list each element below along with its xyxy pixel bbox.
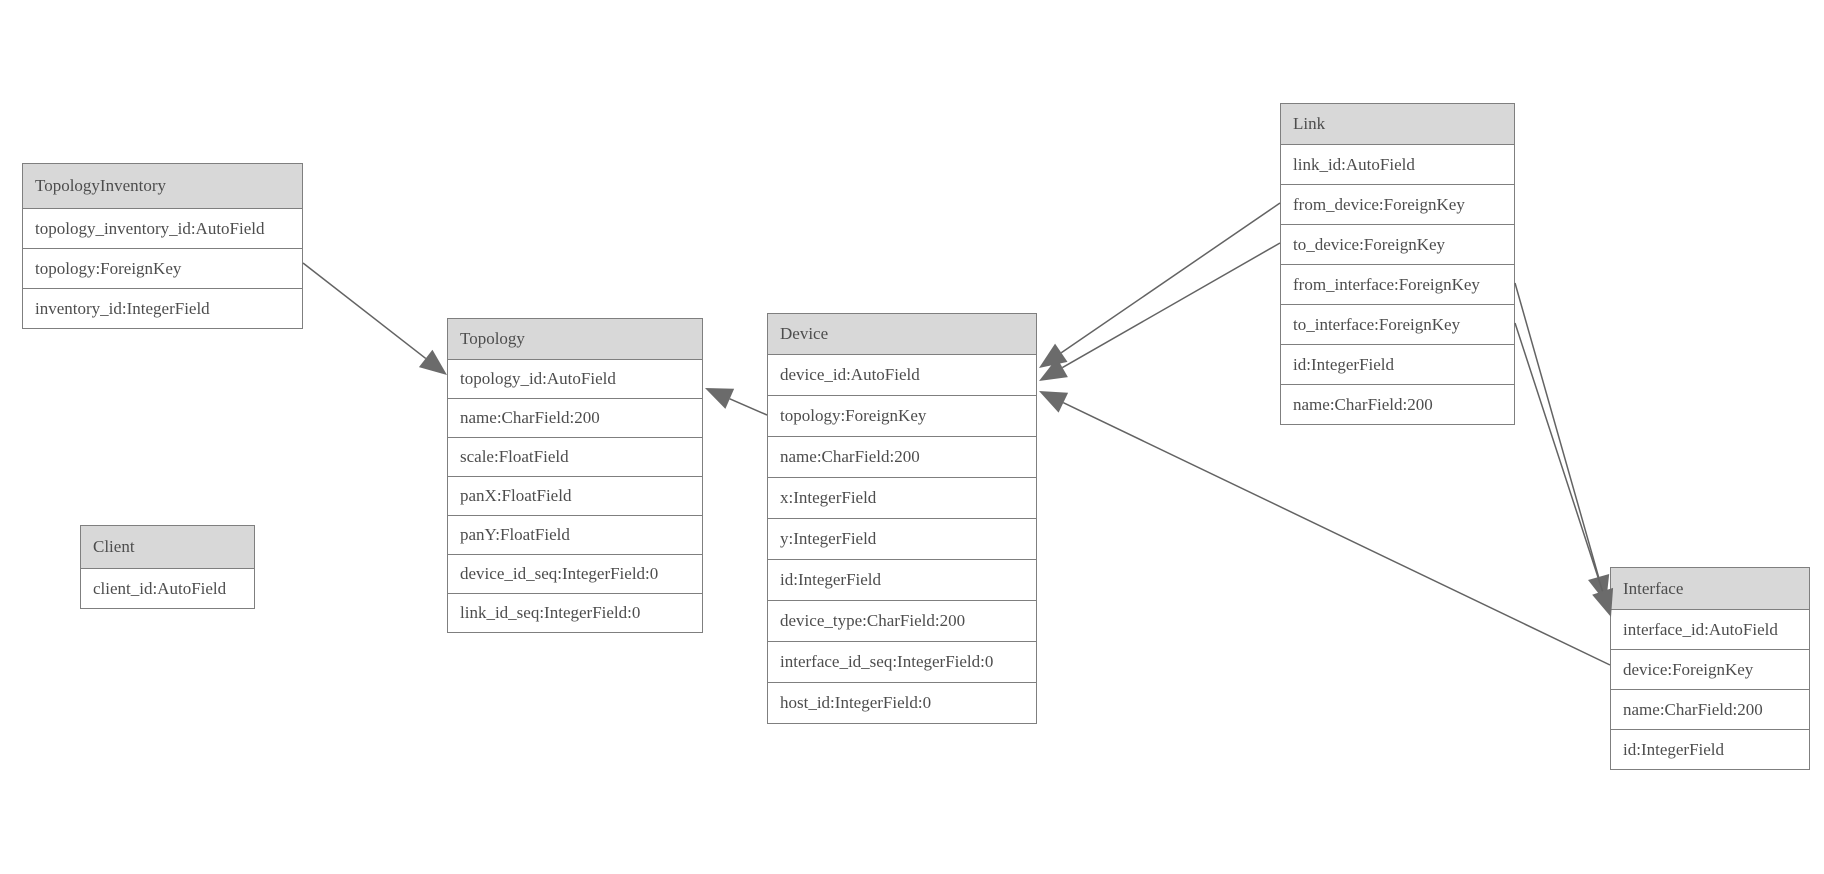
- field-label: to_interface:ForeignKey: [1293, 314, 1461, 334]
- entity-header: Topology: [448, 319, 702, 359]
- field-label: name:CharField:200: [1293, 394, 1433, 414]
- entity-title: Device: [780, 324, 829, 343]
- field-label: to_device:ForeignKey: [1293, 234, 1446, 254]
- field-device_id: device_id:AutoField: [768, 354, 1036, 395]
- arrowhead-topologyinventory-topology: [418, 349, 447, 375]
- field-panX: panX:FloatField: [448, 476, 702, 515]
- edge-link-to_interface-interface: [1514, 322, 1604, 592]
- entity-header: Device: [768, 314, 1036, 354]
- field-label: panY:FloatField: [460, 525, 570, 544]
- field-name: name:CharField:200: [1611, 689, 1809, 729]
- edge-link-to_device-device: [1062, 242, 1281, 369]
- arrowhead-link-from_device-device: [1039, 343, 1068, 368]
- edge-topologyinventory-topology: [302, 262, 427, 360]
- field-interface_id_seq: interface_id_seq:IntegerField:0: [768, 641, 1036, 682]
- field-label: name:CharField:200: [780, 447, 920, 466]
- entity-topology[interactable]: Topology topology_id:AutoField name:Char…: [447, 318, 703, 633]
- field-host_id: host_id:IntegerField:0: [768, 682, 1036, 723]
- field-id: id:IntegerField: [1281, 344, 1514, 384]
- entity-title: Topology: [460, 329, 525, 348]
- field-label: topology:ForeignKey: [780, 406, 927, 425]
- field-label: id:IntegerField: [1293, 354, 1395, 374]
- field-label: scale:FloatField: [460, 447, 569, 466]
- field-label: panX:FloatField: [460, 486, 572, 505]
- field-label: from_device:ForeignKey: [1293, 194, 1465, 214]
- field-label: id:IntegerField: [1623, 739, 1725, 759]
- entity-title: Interface: [1623, 578, 1684, 598]
- entity-interface[interactable]: Interface interface_id:AutoField device:…: [1610, 567, 1810, 770]
- field-label: device:ForeignKey: [1623, 659, 1754, 679]
- field-label: x:IntegerField: [780, 488, 877, 507]
- field-label: topology_inventory_id:AutoField: [35, 218, 265, 238]
- field-id: id:IntegerField: [1611, 729, 1809, 769]
- entity-title: Link: [1293, 114, 1326, 133]
- field-y: y:IntegerField: [768, 518, 1036, 559]
- field-device_id_seq: device_id_seq:IntegerField:0: [448, 554, 702, 593]
- field-label: link_id:AutoField: [1293, 154, 1415, 174]
- field-topology: topology:ForeignKey: [768, 395, 1036, 436]
- field-panY: panY:FloatField: [448, 515, 702, 554]
- edge-link-from_device-device: [1060, 202, 1281, 354]
- field-label: device_id_seq:IntegerField:0: [460, 564, 659, 583]
- field-name: name:CharField:200: [1281, 384, 1514, 424]
- field-client_id: client_id:AutoField: [81, 568, 254, 608]
- field-label: name:CharField:200: [1623, 699, 1763, 719]
- field-label: from_interface:ForeignKey: [1293, 274, 1480, 294]
- field-label: device_id:AutoField: [780, 365, 920, 384]
- entity-header: Interface: [1611, 568, 1809, 609]
- field-from_interface: from_interface:ForeignKey: [1281, 264, 1514, 304]
- entity-title: TopologyInventory: [35, 176, 167, 195]
- field-link_id: link_id:AutoField: [1281, 144, 1514, 184]
- field-label: topology:ForeignKey: [35, 258, 182, 278]
- arrowhead-link-to_device-device: [1039, 358, 1068, 381]
- field-device: device:ForeignKey: [1611, 649, 1809, 689]
- field-label: device_type:CharField:200: [780, 611, 966, 630]
- field-label: interface_id_seq:IntegerField:0: [780, 652, 994, 671]
- field-name: name:CharField:200: [448, 398, 702, 437]
- field-label: y:IntegerField: [780, 529, 877, 548]
- field-topology_id: topology_id:AutoField: [448, 359, 702, 398]
- field-interface_id: interface_id:AutoField: [1611, 609, 1809, 649]
- entity-header: Client: [81, 526, 254, 568]
- field-label: link_id_seq:IntegerField:0: [460, 603, 641, 622]
- entity-device[interactable]: Device device_id:AutoField topology:Fore…: [767, 313, 1037, 724]
- field-name: name:CharField:200: [768, 436, 1036, 477]
- edge-interface-device: [1063, 402, 1611, 666]
- field-id: id:IntegerField: [768, 559, 1036, 600]
- field-label: inventory_id:IntegerField: [35, 298, 210, 318]
- field-from_device: from_device:ForeignKey: [1281, 184, 1514, 224]
- field-link_id_seq: link_id_seq:IntegerField:0: [448, 593, 702, 632]
- entity-link[interactable]: Link link_id:AutoField from_device:Forei…: [1280, 103, 1515, 425]
- edge-link-from_interface-interface: [1514, 282, 1600, 578]
- field-label: interface_id:AutoField: [1623, 619, 1778, 639]
- field-label: host_id:IntegerField:0: [780, 693, 932, 712]
- field-to_device: to_device:ForeignKey: [1281, 224, 1514, 264]
- field-scale: scale:FloatField: [448, 437, 702, 476]
- field-inventory_id: inventory_id:IntegerField: [23, 288, 302, 328]
- entity-title: Client: [93, 537, 135, 556]
- arrowhead-interface-device: [1039, 391, 1069, 413]
- entity-topologyinventory[interactable]: TopologyInventory topology_inventory_id:…: [22, 163, 303, 329]
- field-x: x:IntegerField: [768, 477, 1036, 518]
- arrowhead-link-from_interface-interface: [1588, 574, 1610, 603]
- edge-device-topology: [729, 398, 768, 416]
- field-label: topology_id:AutoField: [460, 369, 616, 388]
- entity-header: TopologyInventory: [23, 164, 302, 208]
- field-to_interface: to_interface:ForeignKey: [1281, 304, 1514, 344]
- field-topology_inventory_id: topology_inventory_id:AutoField: [23, 208, 302, 248]
- arrowhead-device-topology: [705, 388, 735, 409]
- field-label: id:IntegerField: [780, 570, 882, 589]
- field-label: name:CharField:200: [460, 408, 600, 427]
- field-device_type: device_type:CharField:200: [768, 600, 1036, 641]
- field-topology: topology:ForeignKey: [23, 248, 302, 288]
- entity-header: Link: [1281, 104, 1514, 144]
- entity-client[interactable]: Client client_id:AutoField: [80, 525, 255, 609]
- field-label: client_id:AutoField: [93, 578, 227, 598]
